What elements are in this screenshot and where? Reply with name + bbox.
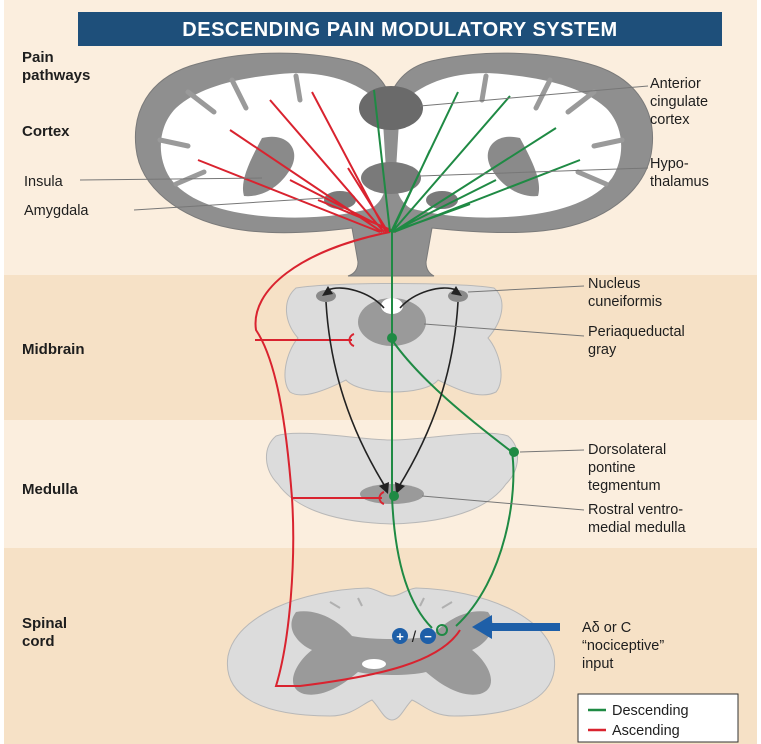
modulation-symbol: + / −: [392, 628, 436, 646]
synapse-pag: [387, 333, 397, 343]
label-insula: Insula: [24, 174, 64, 190]
input-arrow-shaft: [488, 623, 560, 631]
label-cortex: Cortex: [22, 123, 70, 140]
spinal-cord-section: [227, 588, 554, 720]
synapse-rvm: [389, 491, 399, 501]
slash-sign: /: [412, 629, 417, 646]
synapse-dlpt: [509, 447, 519, 457]
legend-label-ascending: Ascending: [612, 723, 680, 739]
label-medulla: Medulla: [22, 481, 78, 498]
minus-sign: −: [424, 629, 432, 644]
plus-sign: +: [396, 629, 404, 644]
legend: Descending Ascending: [578, 694, 738, 742]
spinal-central-canal: [362, 659, 386, 669]
legend-label-descending: Descending: [612, 703, 689, 719]
diagram-title: DESCENDING PAIN MODULATORY SYSTEM: [182, 19, 617, 41]
label-amygdala: Amygdala: [24, 203, 89, 219]
label-midbrain: Midbrain: [22, 341, 85, 358]
anterior-cingulate-cortex: [359, 86, 423, 130]
